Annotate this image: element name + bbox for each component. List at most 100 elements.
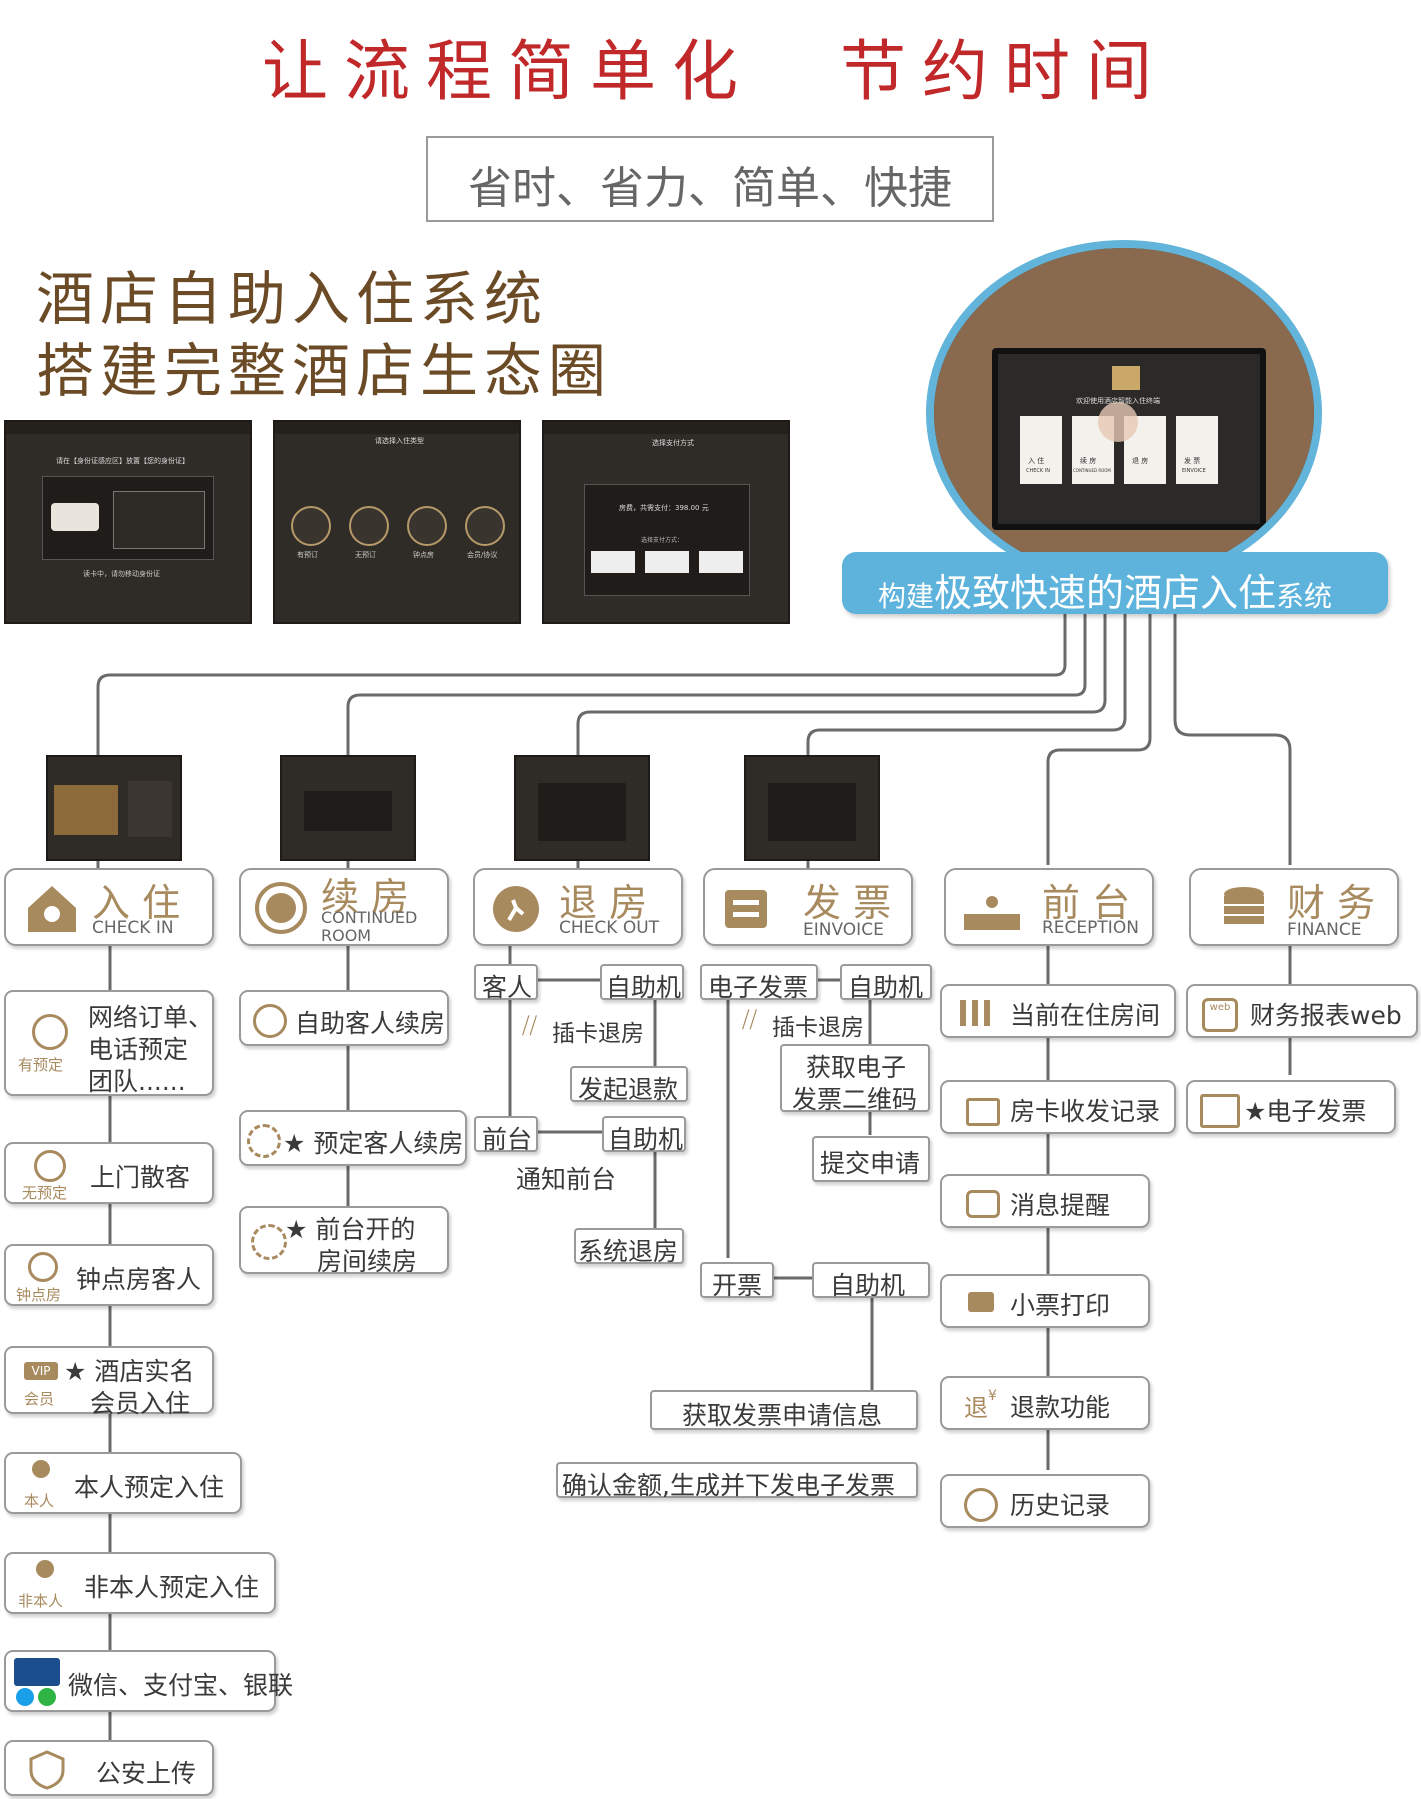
web-report-icon: web <box>1202 998 1238 1032</box>
invoice-get-info-text: 获取发票申请信息 <box>682 1401 883 1430</box>
hourly-clock-icon <box>28 1252 58 1282</box>
invoice-kiosk-2: 自助机 <box>812 1262 930 1300</box>
renew-item-front[interactable]: ★ 前台开的 房间续房 <box>239 1206 449 1276</box>
checkout-insert-text: 插卡退房 <box>552 1021 644 1047</box>
reception-item-print[interactable]: 小票打印 <box>940 1274 1150 1328</box>
invoice-qr: 获取电子 发票二维码 <box>780 1044 930 1114</box>
checkout-system: 系统退房 <box>574 1228 684 1266</box>
alipay-option <box>645 551 689 573</box>
invoice-get-info: 获取发票申请信息 <box>650 1390 918 1430</box>
invoice-kiosk-1-text: 自助机 <box>848 973 924 1002</box>
checkin-item-booked-line3: 团队...... <box>88 1067 186 1096</box>
checkin-item-self[interactable]: 本人 本人预定入住 <box>4 1452 242 1514</box>
checkin-item-police[interactable]: 公安上传 <box>4 1740 214 1796</box>
option-label-3: 钟点房 <box>413 551 434 559</box>
refund-icon: 退¥ <box>964 1388 997 1422</box>
checkin-item-walkin-text: 上门散客 <box>90 1163 191 1192</box>
banner-main: 极致快速的酒店入住 <box>934 571 1277 615</box>
id-reader-panel: 读卡中，请勿移动身份证 <box>42 476 214 578</box>
running-man-icon <box>493 886 539 932</box>
person-icon <box>32 1460 50 1478</box>
module-invoice-en: EINVOICE <box>803 920 884 940</box>
other-person-icon <box>36 1560 54 1578</box>
checkout-kiosk-1: 自助机 <box>600 964 684 1002</box>
invoice-thumb <box>744 755 880 861</box>
invoice-confirm-text: 确认金额,生成并下发电子发票 <box>562 1471 895 1500</box>
line-to-checkout <box>576 610 1107 755</box>
kiosk-tile-checkin[interactable]: 入 住 CHECK IN <box>1020 416 1062 484</box>
checkin-item-booked[interactable]: 有预定 网络订单、 电话预定 团队...... <box>4 990 214 1096</box>
reception-item-cards[interactable]: 房卡收发记录 <box>940 1080 1176 1134</box>
option-icon-member <box>465 506 505 546</box>
checkin-item-payment[interactable]: 微信、支付宝、银联 <box>4 1650 293 1712</box>
reception-item-rooms[interactable]: 当前在住房间 <box>940 984 1176 1038</box>
reception-item-history[interactable]: 历史记录 <box>940 1474 1150 1528</box>
finance-item-report[interactable]: web 财务报表web <box>1186 984 1418 1038</box>
unionpay-icon <box>14 1658 60 1686</box>
checkin-item-other[interactable]: 非本人 非本人预定入住 <box>4 1552 276 1614</box>
kiosk-photo-circle: 欢迎使用酒店智能入住终端 入 住 CHECK IN 续 房 CONTINUED … <box>926 240 1322 586</box>
intro-line-2: 搭建完整酒店生态圈 <box>36 337 613 405</box>
module-renew-en1: CONTINUED <box>321 908 418 927</box>
module-checkin-cn: 入 住 <box>92 881 181 925</box>
reception-item-messages-text: 消息提醒 <box>1010 1191 1111 1220</box>
banner-suffix: 系统 <box>1276 580 1333 613</box>
kiosk-screen-title: 欢迎使用酒店智能入住终端 <box>1076 397 1160 405</box>
headline-left: 让流程简单化 <box>262 33 754 110</box>
vip-icon: VIP <box>24 1362 58 1380</box>
screenshot-id-card: 请在【身份证感应区】放置【您的身份证】 读卡中，请勿移动身份证 <box>4 420 252 624</box>
checkin-item-hourly[interactable]: 钟点房 钟点房客人 <box>4 1244 214 1306</box>
module-checkout[interactable]: 退 房 CHECK OUT <box>473 868 683 946</box>
option-label-4: 会员/协议 <box>467 551 498 559</box>
invoice-issue: 开票 <box>700 1262 774 1300</box>
checkout-thumb-panel <box>538 783 626 841</box>
screenshot-id-card-text: 请在【身份证感应区】放置【您的身份证】 <box>56 457 189 465</box>
renew-item-self[interactable]: 自助客人续房 <box>239 990 449 1046</box>
grid-icon <box>960 1000 990 1026</box>
kiosk-tile-invoice-en: EINVOICE <box>1182 468 1206 474</box>
finance-item-einvoice-text: ★电子发票 <box>1244 1097 1367 1126</box>
invoice-printer-icon <box>1200 1094 1240 1128</box>
module-reception[interactable]: 前 台 RECEPTION <box>944 868 1154 946</box>
payment-price: 房费，共需支付：398.00 元 <box>619 504 709 512</box>
checkin-item-walkin-tag: 无预定 <box>22 1184 68 1202</box>
module-finance[interactable]: 财 务 FINANCE <box>1189 868 1399 946</box>
invoice-qr-line1: 获取电子 <box>806 1053 907 1082</box>
card-icon <box>966 1098 1000 1126</box>
kiosk-tile-checkout[interactable]: 退 房 <box>1124 416 1166 484</box>
module-checkin-en: CHECK IN <box>92 918 174 938</box>
reception-item-refund[interactable]: 退¥ 退款功能 <box>940 1376 1150 1430</box>
invoice-kiosk-1: 自助机 <box>840 964 932 1002</box>
message-icon <box>966 1190 1000 1218</box>
invoice-qr-line2: 发票二维码 <box>792 1085 918 1114</box>
banner-prefix: 构建 <box>878 580 935 613</box>
kiosk-tile-invoice-cn: 发 票 <box>1184 457 1201 465</box>
checkin-item-walkin[interactable]: 无预定 上门散客 <box>4 1142 214 1204</box>
screenshot-payment: 选择支付方式 房费，共需支付：398.00 元 选择支付方式： <box>542 420 790 624</box>
module-checkin[interactable]: 入 住 CHECK IN <box>4 868 214 946</box>
reception-item-cards-text: 房卡收发记录 <box>1010 1097 1161 1126</box>
finance-item-einvoice[interactable]: ★电子发票 <box>1186 1080 1396 1134</box>
line-to-finance <box>1173 610 1292 865</box>
reception-item-messages[interactable]: 消息提醒 <box>940 1174 1150 1228</box>
checkout-guest-text: 客人 <box>482 973 533 1002</box>
finance-item-report-text: 财务报表web <box>1250 1001 1402 1030</box>
checkout-front-text: 前台 <box>482 1125 533 1154</box>
printer-icon <box>968 1292 994 1312</box>
renew-thumb <box>280 755 416 861</box>
module-renew-cn: 续 房 <box>321 875 410 919</box>
wechat-icon <box>38 1688 56 1706</box>
renew-item-booked-text: ★ 预定客人续房 <box>283 1129 464 1158</box>
payment-panel: 房费，共需支付：398.00 元 选择支付方式： <box>584 484 750 596</box>
renew-item-booked[interactable]: ★ 预定客人续房 <box>239 1110 467 1166</box>
module-renew[interactable]: 续 房 CONTINUED ROOM <box>239 868 449 946</box>
module-invoice[interactable]: 发 票 EINVOICE <box>703 868 913 946</box>
line-to-reception <box>1046 610 1152 865</box>
checkin-item-member[interactable]: VIP 会员 ★ 酒店实名 会员入住 <box>4 1346 214 1418</box>
invoice-kiosk-2-text: 自助机 <box>830 1271 906 1300</box>
front-renew-icon <box>251 1224 287 1260</box>
checkout-kiosk-1-text: 自助机 <box>606 973 682 1002</box>
kiosk-tile-invoice[interactable]: 发 票 EINVOICE <box>1176 416 1218 484</box>
room-photo <box>54 785 118 835</box>
module-checkout-en: CHECK OUT <box>559 918 660 938</box>
